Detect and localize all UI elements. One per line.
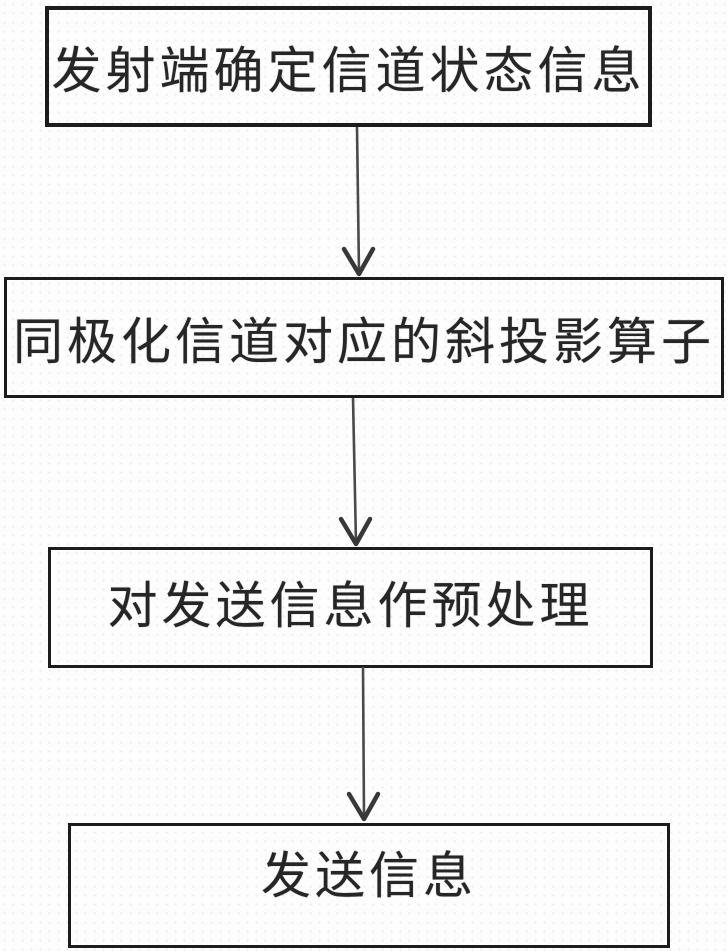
flowchart-step-4: 发送信息 bbox=[68, 823, 670, 948]
arrow-down-icon bbox=[338, 397, 373, 547]
flowchart-step-2: 同极化信道对应的斜投影算子 bbox=[4, 277, 724, 398]
step-1-label: 发射端确定信道状态信息 bbox=[51, 42, 646, 99]
arrow-down-icon bbox=[341, 126, 376, 277]
arrow-down-icon bbox=[346, 666, 381, 822]
step-4-label: 发送信息 bbox=[261, 847, 477, 904]
flowchart-step-1: 发射端确定信道状态信息 bbox=[45, 6, 652, 127]
flowchart-step-3: 对发送信息作预处理 bbox=[48, 547, 653, 668]
step-2-label: 同极化信道对应的斜投影算子 bbox=[13, 313, 715, 370]
step-3-label: 对发送信息作预处理 bbox=[107, 577, 594, 634]
